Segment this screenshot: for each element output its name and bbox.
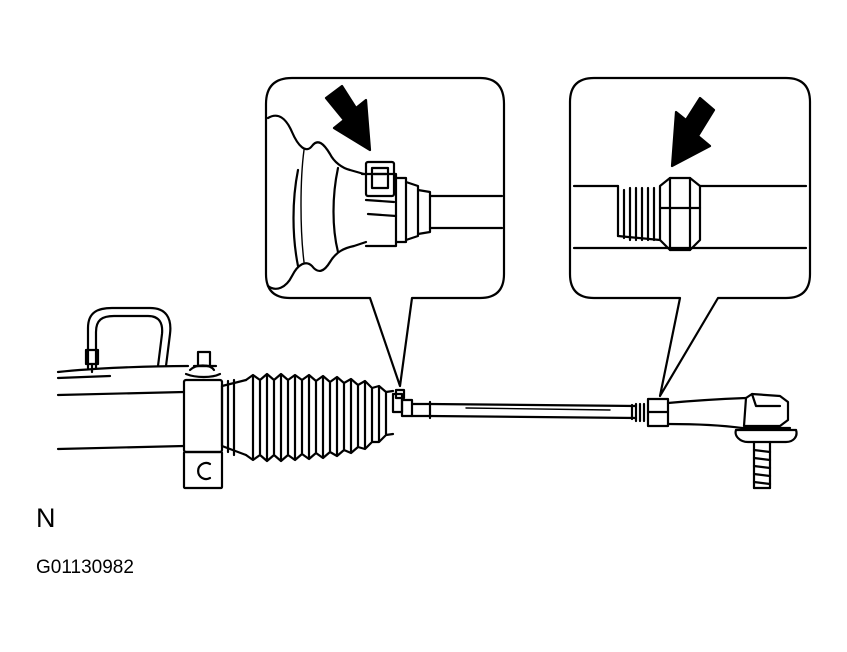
rack-housing	[56, 364, 190, 451]
callout-lock-nut	[568, 76, 812, 398]
tie-rod	[428, 402, 638, 420]
rack-boot	[244, 372, 395, 463]
arrow-down-right-icon	[324, 84, 372, 152]
fluid-tube	[84, 306, 172, 374]
steering-gear-assembly	[56, 306, 798, 490]
boot-collar	[220, 378, 248, 457]
view-label: N	[36, 503, 56, 533]
tie-rod-end	[666, 392, 798, 490]
arrow-down-left-icon	[670, 96, 716, 168]
boot-clamp	[391, 388, 432, 420]
tie-rod-lock-nut	[630, 397, 670, 428]
figure-id: G01130982	[36, 557, 134, 578]
mounting-bracket	[182, 350, 224, 490]
callout-boot-clamp	[264, 76, 506, 388]
